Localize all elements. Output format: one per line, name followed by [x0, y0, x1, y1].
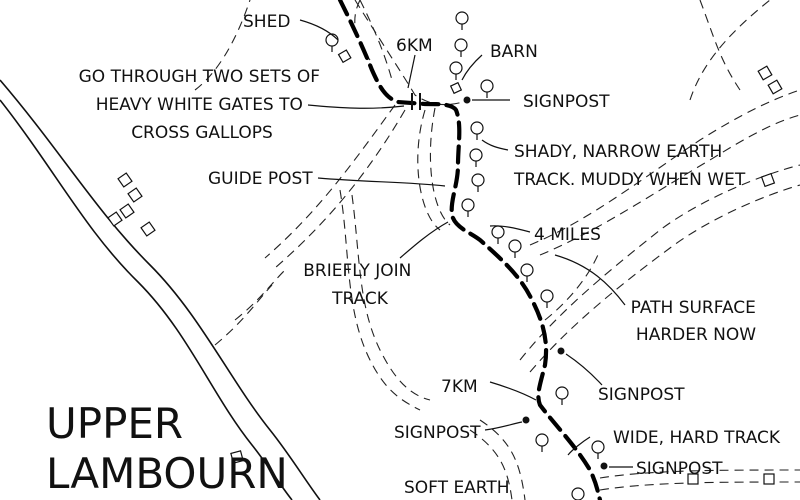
label-signpost-4: SIGNPOST [636, 459, 723, 479]
label-shed: SHED [243, 12, 290, 32]
label-signpost-3: SIGNPOST [394, 423, 481, 443]
main-road-east-edge [0, 99, 293, 500]
label-barn: BARN [490, 42, 538, 62]
leader-lines [299, 19, 634, 468]
label-4-miles: 4 MILES [534, 225, 601, 245]
label-7km: 7KM [441, 377, 478, 397]
label-shady-track: SHADY, NARROW EARTH TRACK. MUDDY WHEN WE… [513, 142, 746, 190]
label-path-surface: PATH SURFACE HARDER NOW [631, 298, 762, 345]
label-guide-post: GUIDE POST [208, 169, 313, 189]
buildings [107, 49, 783, 485]
label-6km: 6KM [396, 36, 433, 56]
signpost-markers [463, 96, 608, 470]
label-gates: GO THROUGH TWO SETS OF HEAVY WHITE GATES… [79, 67, 326, 143]
tree-icons [325, 11, 605, 500]
gate-icon [411, 93, 421, 110]
label-briefly-join-track: BRIEFLY JOIN TRACK [303, 261, 417, 309]
label-soft-earth: SOFT EARTH [404, 478, 510, 498]
label-wide-hard-track: WIDE, HARD TRACK [613, 428, 781, 448]
label-signpost-2: SIGNPOST [598, 385, 685, 405]
label-signpost-1: SIGNPOST [523, 92, 610, 112]
place-name-upper-lambourn: UPPER LAMBOURN [46, 399, 288, 498]
main-road-west-edge [0, 79, 321, 500]
